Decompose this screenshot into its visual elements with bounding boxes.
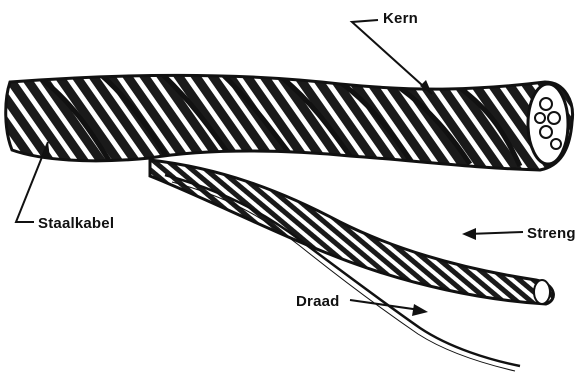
streng-label: Streng <box>527 226 576 241</box>
strand <box>150 160 553 304</box>
draad-label: Draad <box>296 294 340 309</box>
staalkabel-label: Staalkabel <box>38 216 114 231</box>
cable-body <box>6 72 573 170</box>
kern-arrow <box>352 20 432 94</box>
streng-arrow <box>462 228 523 240</box>
kern-label: Kern <box>383 11 418 26</box>
